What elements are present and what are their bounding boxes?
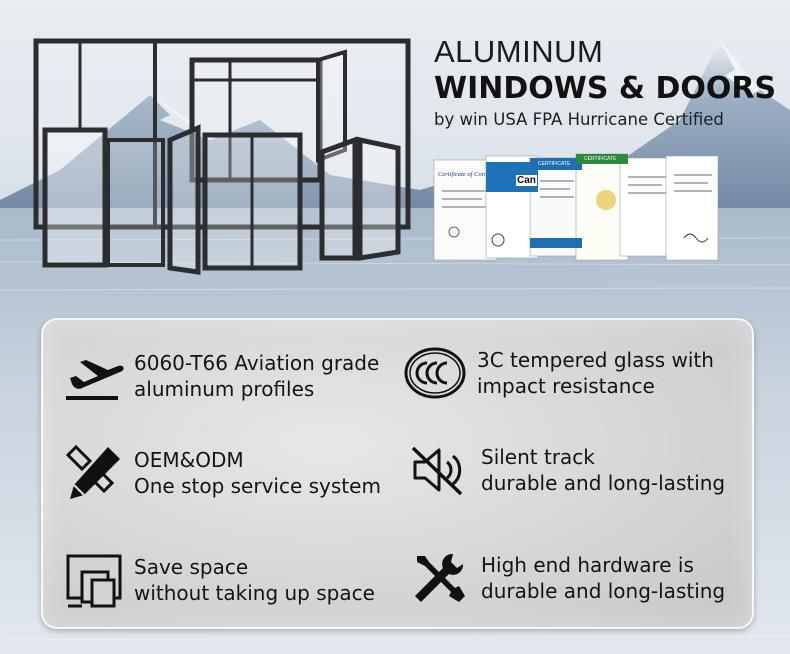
ccc-certification-icon: [403, 341, 467, 405]
feature-6-line-1: High end hardware is: [481, 553, 694, 577]
feature-3c-tempered-glass: 3C tempered glass with impact resistance: [403, 341, 714, 405]
windows-doors-illustration: [0, 0, 790, 300]
feature-6-line-2: durable and long-lasting: [481, 579, 726, 603]
feature-4-line-1: Silent track: [481, 445, 595, 469]
space-saving-icon: [62, 548, 126, 612]
feature-3-line-2: One stop service system: [134, 474, 381, 498]
feature-aviation-aluminum: 6060-T66 Aviation grade aluminum profile…: [62, 344, 379, 408]
feature-2-line-2: impact resistance: [477, 374, 655, 398]
feature-4-line-2: durable and long-lasting: [481, 471, 726, 495]
airplane-takeoff-icon: [62, 344, 126, 408]
feature-high-end-hardware: High end hardware is durable and long-la…: [405, 546, 725, 610]
certificate-label-3: CERTIFICATE: [538, 161, 571, 167]
feature-silent-track: Silent track durable and long-lasting: [405, 438, 725, 502]
title-aluminum: ALUMINUM: [434, 34, 604, 69]
window-frames-graphic: [33, 38, 411, 275]
certificate-label-4: CERTIFICATE: [584, 156, 617, 162]
title-block: ALUMINUM WINDOWS & DOORS by win USA FPA …: [434, 34, 784, 131]
title-windows-doors: WINDOWS & DOORS: [434, 71, 777, 106]
feature-save-space: Save space without taking up space: [62, 548, 375, 612]
feature-3-line-1: OEM&ODM: [134, 448, 244, 472]
feature-oem-odm: OEM&ODM One stop service system: [62, 441, 381, 505]
wrench-screwdriver-icon: [405, 546, 469, 610]
feature-1-line-2: aluminum profiles: [134, 377, 315, 401]
certificate-label-1: Certificate of Con: [438, 171, 485, 178]
feature-2-line-1: 3C tempered glass with: [477, 348, 714, 372]
design-tools-icon: [62, 441, 126, 505]
feature-5-line-1: Save space: [134, 555, 249, 579]
sound-muted-icon: [405, 438, 469, 502]
certificate-label-2: Can: [516, 175, 537, 186]
title-subtitle: by win USA FPA Hurricane Certified: [434, 110, 724, 129]
feature-1-line-1: 6060-T66 Aviation grade: [134, 351, 380, 375]
features-panel: [41, 318, 754, 629]
certificate-documents: [433, 153, 719, 261]
feature-5-line-2: without taking up space: [134, 581, 375, 605]
certificates-stack: Certificate of Con Can CERTIFICATE CERTI…: [430, 150, 750, 270]
